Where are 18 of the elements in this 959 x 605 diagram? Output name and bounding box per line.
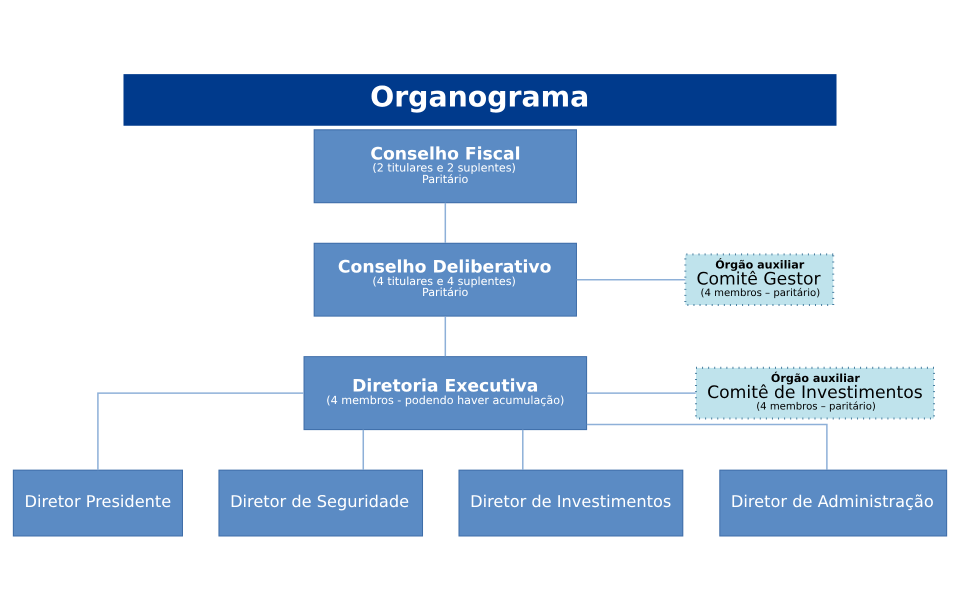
node-box: Diretor de Administração [718, 469, 947, 536]
connector [362, 429, 364, 470]
connector [444, 316, 446, 356]
connector [96, 392, 304, 470]
node-box: Conselho Fiscal (2 titulares e 2 suplentes) Paritário [313, 128, 576, 203]
node-box: Diretor de Investimentos [458, 469, 683, 536]
connector [586, 392, 696, 394]
node-box: Diretoria Executiva (4 membros - podendo haver acumulação) [303, 356, 587, 430]
connector [444, 202, 446, 242]
node-box: Órgão auxiliar Comitê Gestor (4 membros – paritário) [684, 252, 834, 306]
node-box: Diretor de Seguridade [218, 469, 423, 536]
node-box: Diretor Presidente [12, 469, 182, 536]
connector [576, 278, 685, 280]
node-box: Órgão auxiliar Comitê de Investimentos (4 membros – paritário) [694, 366, 934, 419]
connector [586, 423, 828, 470]
connector [522, 429, 524, 470]
node-box: Conselho Deliberativo (4 titulares e 4 suplentes) Paritário [313, 242, 576, 316]
diagram-title: Organograma [370, 80, 589, 113]
